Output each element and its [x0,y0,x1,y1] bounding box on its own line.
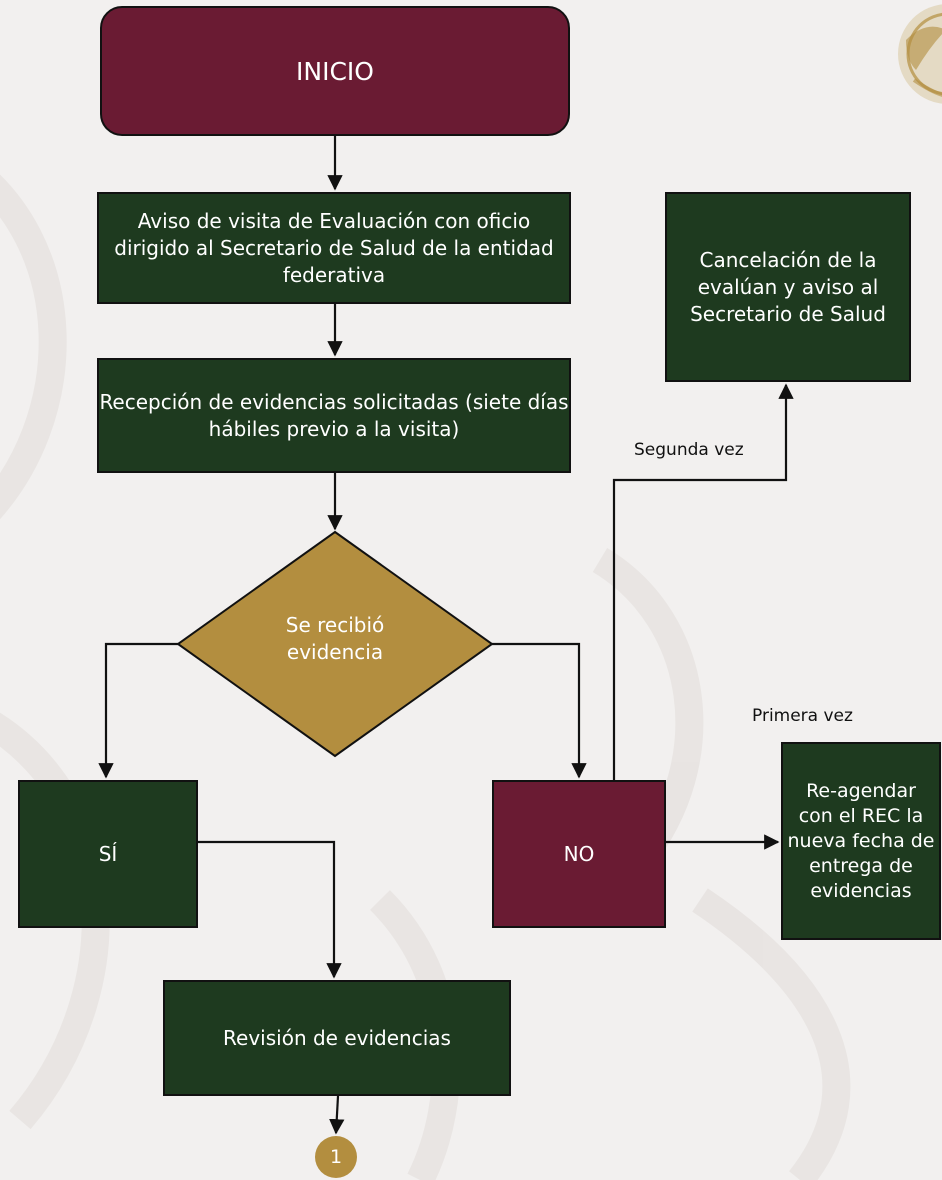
reschedule-label: Re-agendar con el REC la nueva fecha de … [787,779,935,902]
evidence-review-step: Revisión de evidencias [163,980,511,1096]
decision-diamond [176,530,494,758]
cancellation-step: Cancelación de la evalúan y aviso al Sec… [665,192,911,382]
second-time-label: Segunda vez [634,440,744,460]
start-label: INICIO [296,56,374,86]
arrow-no-cancelacion [612,383,794,780]
reschedule-step: Re-agendar con el REC la nueva fecha de … [781,742,941,940]
national-seal-emblem [898,4,942,104]
notice-step: Aviso de visita de Evaluación con oficio… [97,192,571,304]
evidence-reception-label: Recepción de evidencias solicitadas (sie… [99,389,569,441]
yes-node: SÍ [18,780,198,928]
cancellation-label: Cancelación de la evalúan y aviso al Sec… [690,247,886,326]
arrow-decision-si [98,642,178,779]
yes-label: SÍ [98,841,118,866]
start-node: INICIO [100,6,570,136]
evidence-review-label: Revisión de evidencias [223,1025,451,1050]
no-node: NO [492,780,666,928]
arrow-si-revision-down [198,840,342,979]
first-time-label: Primera vez [752,706,853,726]
page-connector: 1 [315,1136,357,1178]
evidence-reception-step: Recepción de evidencias solicitadas (sie… [97,358,571,473]
notice-step-label: Aviso de visita de Evaluación con oficio… [114,208,554,287]
no-label: NO [563,841,595,866]
arrow-revision-connector [329,1095,345,1135]
arrow-decision-no [492,642,587,779]
decision-label: Se recibió evidencia [285,613,385,664]
page-connector-label: 1 [329,1146,343,1168]
